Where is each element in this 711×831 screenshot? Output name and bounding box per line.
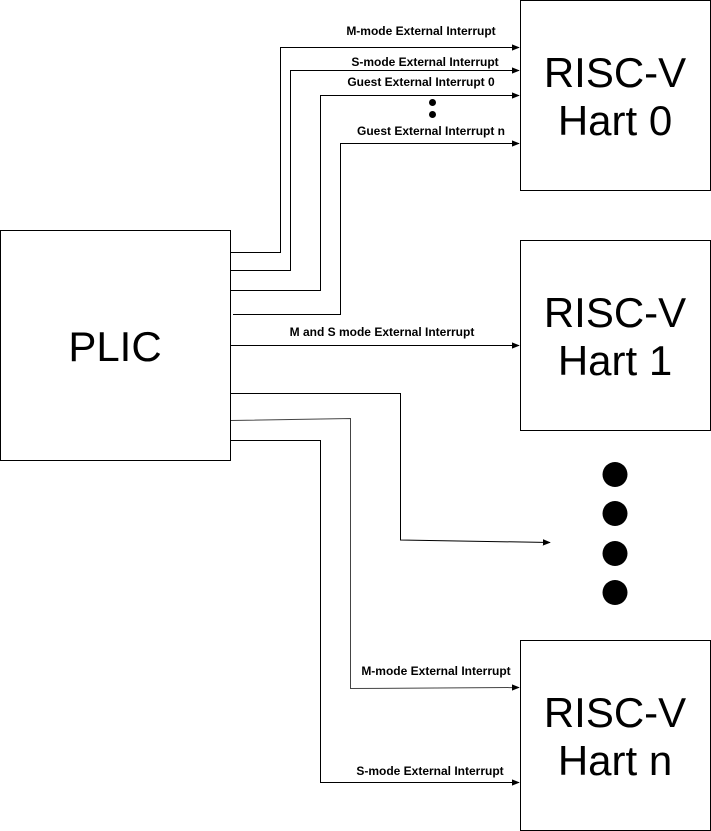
wire-hartn-m-mode	[230, 417, 520, 691]
label-hartn-m-mode: M-mode External Interrupt	[361, 664, 510, 678]
guest-ellipsis-dot-1	[429, 99, 436, 106]
label-hart0-m-mode: M-mode External Interrupt	[346, 24, 495, 38]
hart-ellipsis-dot-1	[602, 462, 628, 487]
hart-1-label-line1: RISC-V	[544, 289, 686, 336]
wire-hart0-s-mode	[231, 67, 520, 271]
label-hart1-ms-mode: M and S mode External Interrupt	[290, 325, 475, 339]
hart-n-label-line2: Hart n	[558, 737, 672, 784]
hart-ellipsis-dot-3	[602, 541, 628, 566]
plic-block[interactable]: PLIC	[0, 230, 231, 461]
guest-ellipsis-dot-2	[429, 111, 436, 118]
wire-hart0-guest-0	[231, 92, 520, 291]
wire-hart0-m-mode	[231, 44, 520, 253]
hart-ellipsis-dot-2	[602, 501, 628, 526]
label-hart0-guest-n: Guest External Interrupt n	[357, 124, 505, 138]
wire-hart0-guest-n	[233, 140, 520, 315]
wire-hartn-s-mode	[231, 440, 520, 786]
wire-elided-harts	[231, 393, 551, 546]
hart-1-label-line2: Hart 1	[558, 337, 672, 384]
hart-n-block[interactable]: RISC-V Hart n	[520, 640, 711, 831]
hart-0-label-line2: Hart 0	[558, 97, 672, 144]
hart-n-label-line1: RISC-V	[544, 689, 686, 736]
label-hart0-s-mode: S-mode External Interrupt	[351, 55, 498, 69]
hart-ellipsis-dot-4	[602, 580, 628, 605]
hart-1-block[interactable]: RISC-V Hart 1	[520, 240, 711, 431]
hart-0-block[interactable]: RISC-V Hart 0	[520, 0, 711, 191]
plic-label: PLIC	[68, 323, 161, 370]
label-hart0-guest-0: Guest External Interrupt 0	[347, 75, 495, 89]
label-hartn-s-mode: S-mode External Interrupt	[356, 764, 503, 778]
hart-0-label-line1: RISC-V	[544, 49, 686, 96]
